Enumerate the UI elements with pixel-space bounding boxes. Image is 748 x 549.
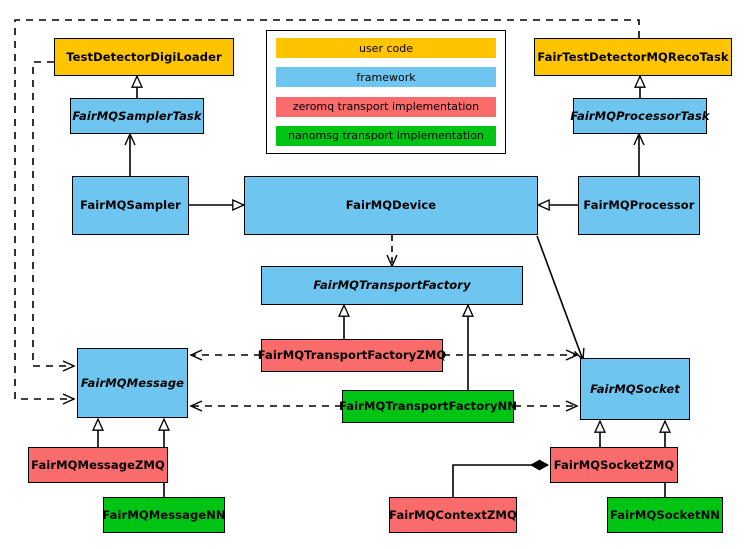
node-fairmq-sampler[interactable]: FairMQSampler — [72, 176, 189, 235]
node-fairmq-transport-factory-nn[interactable]: FairMQTransportFactoryNN — [339, 390, 517, 423]
legend-label-framework: framework — [356, 70, 416, 84]
node-fairmq-message[interactable]: FairMQMessage — [77, 348, 188, 418]
node-fairmq-message-zmq[interactable]: FairMQMessageZMQ — [28, 447, 168, 483]
legend-label-nanomsg: nanomsg transport implementation — [288, 129, 484, 143]
node-fairmq-context-zmq[interactable]: FairMQContextZMQ — [389, 497, 517, 533]
legend-item-zeromq: zeromq transport implementation — [276, 96, 496, 117]
node-fairmq-message-nn[interactable]: FairMQMessageNN — [102, 497, 226, 533]
node-fairmq-transport-factory[interactable]: FairMQTransportFactory — [261, 266, 523, 305]
edge-device-to-socket — [536, 235, 585, 362]
legend-label-user-code: user code — [358, 41, 414, 55]
legend-label-zeromq: zeromq transport implementation — [292, 100, 480, 114]
node-fair-test-detector-mq-reco-task[interactable]: FairTestDetectorMQRecoTask — [534, 38, 732, 76]
legend-item-framework: framework — [276, 67, 496, 88]
node-fairmq-device[interactable]: FairMQDevice — [244, 176, 538, 235]
node-fairmq-processor-task[interactable]: FairMQProcessorTask — [570, 98, 710, 134]
edge-digiloader-to-message — [32, 61, 76, 372]
legend-item-nanomsg: nanomsg transport implementation — [276, 125, 496, 146]
legend-item-user-code: user code — [276, 38, 496, 58]
node-fairmq-socket-zmq[interactable]: FairMQSocketZMQ — [550, 447, 678, 483]
node-fairmq-transport-factory-zmq[interactable]: FairMQTransportFactoryZMQ — [258, 339, 446, 372]
legend-panel: user code framework zeromq transport imp… — [266, 30, 506, 154]
node-fairmq-socket[interactable]: FairMQSocket — [580, 358, 690, 420]
edge-contextzmq-to-socketzmq — [452, 465, 548, 497]
node-test-detector-digi-loader[interactable]: TestDetectorDigiLoader — [54, 38, 234, 76]
node-fairmq-socket-nn[interactable]: FairMQSocketNN — [607, 497, 723, 533]
node-fairmq-processor[interactable]: FairMQProcessor — [578, 176, 700, 235]
node-fairmq-sampler-task[interactable]: FairMQSamplerTask — [70, 98, 204, 134]
